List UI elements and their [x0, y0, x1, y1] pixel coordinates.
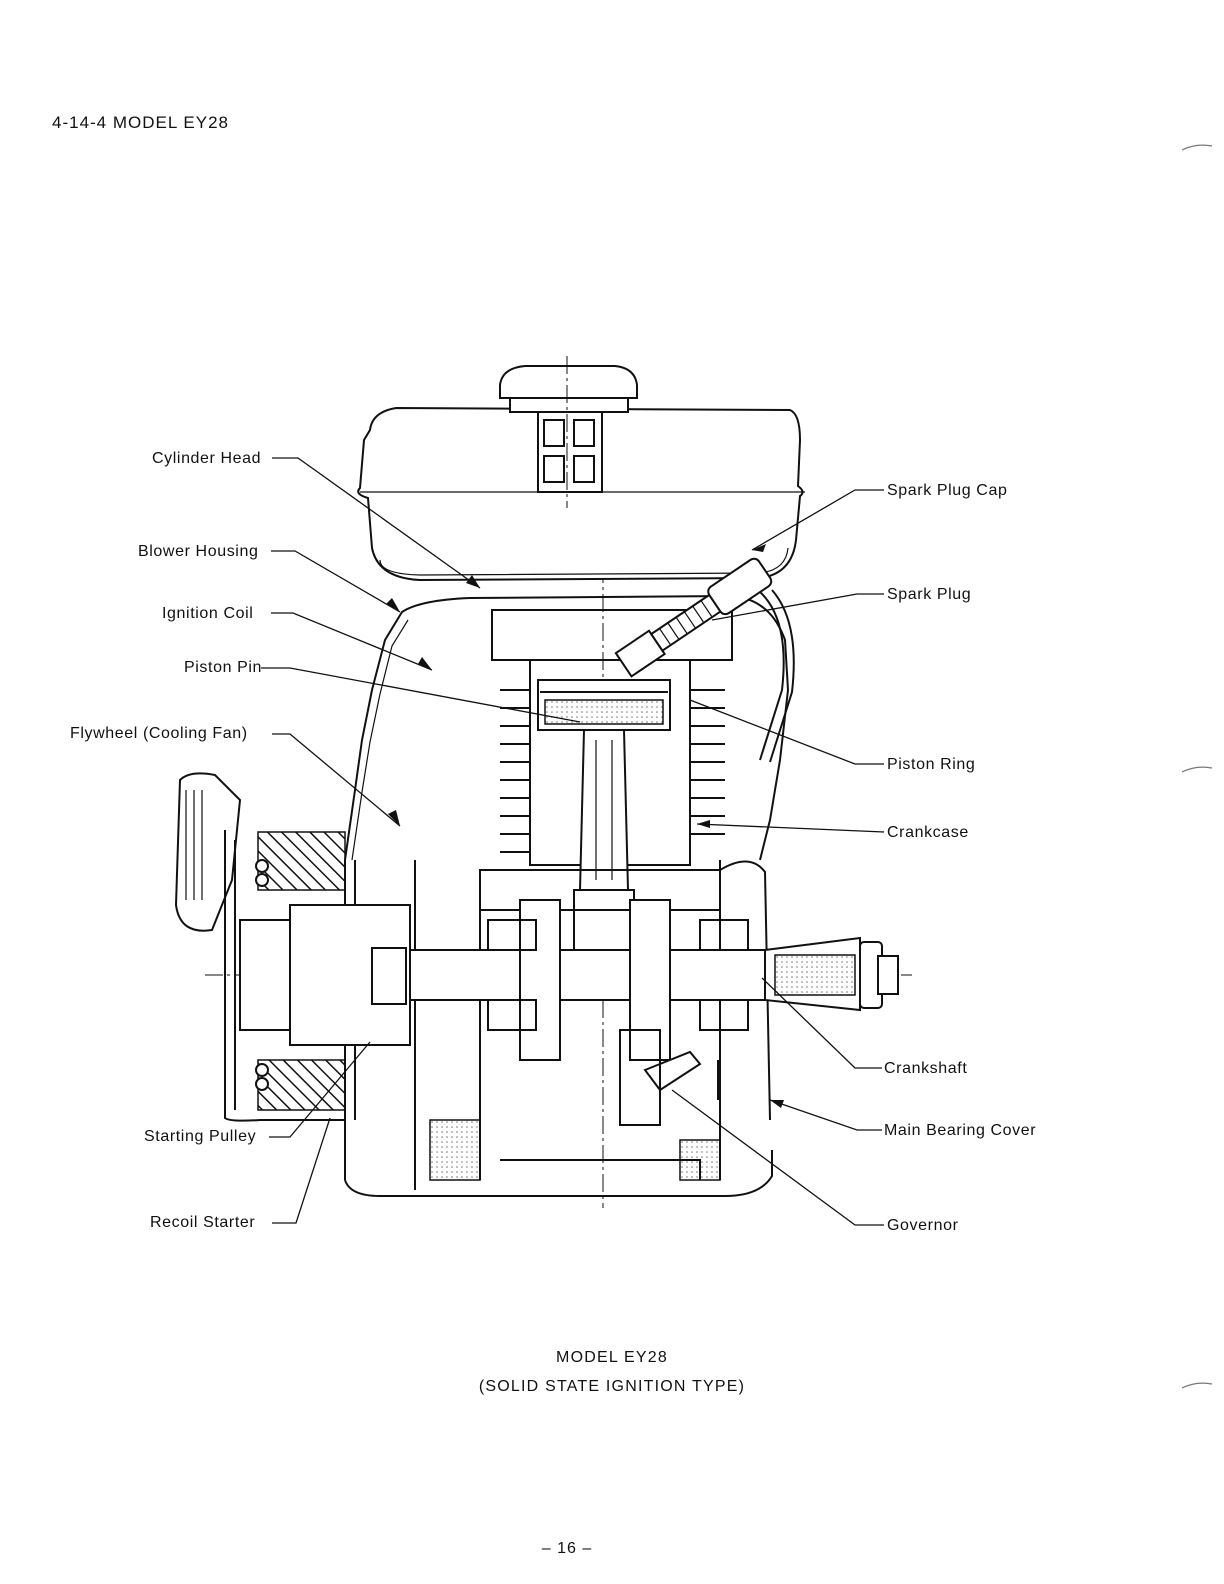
label-crankshaft: Crankshaft: [884, 1059, 967, 1079]
label-blower-housing: Blower Housing: [138, 542, 258, 562]
label-spark-plug-cap: Spark Plug Cap: [887, 481, 1007, 501]
label-main-bearing-cover: Main Bearing Cover: [884, 1121, 1036, 1141]
label-piston-pin: Piston Pin: [184, 658, 262, 678]
label-piston-ring: Piston Ring: [887, 755, 975, 775]
crankshaft: [405, 900, 898, 1060]
crankcase: [415, 860, 770, 1190]
page-edge-marks: [1182, 145, 1212, 1388]
label-starting-pulley: Starting Pulley: [144, 1127, 256, 1147]
label-spark-plug: Spark Plug: [887, 585, 971, 605]
page-number: – 16 –: [0, 1540, 1134, 1558]
figure-caption-title: MODEL EY28: [0, 1343, 1224, 1372]
label-crankcase: Crankcase: [887, 823, 969, 843]
figure-caption-subtitle: (SOLID STATE IGNITION TYPE): [0, 1372, 1224, 1401]
label-cylinder-head: Cylinder Head: [152, 449, 261, 469]
label-recoil-starter: Recoil Starter: [150, 1213, 255, 1233]
label-ignition-coil: Ignition Coil: [162, 604, 253, 624]
fuel-tank: [358, 356, 805, 580]
label-flywheel: Flywheel (Cooling Fan): [70, 724, 248, 744]
label-governor: Governor: [887, 1216, 959, 1236]
